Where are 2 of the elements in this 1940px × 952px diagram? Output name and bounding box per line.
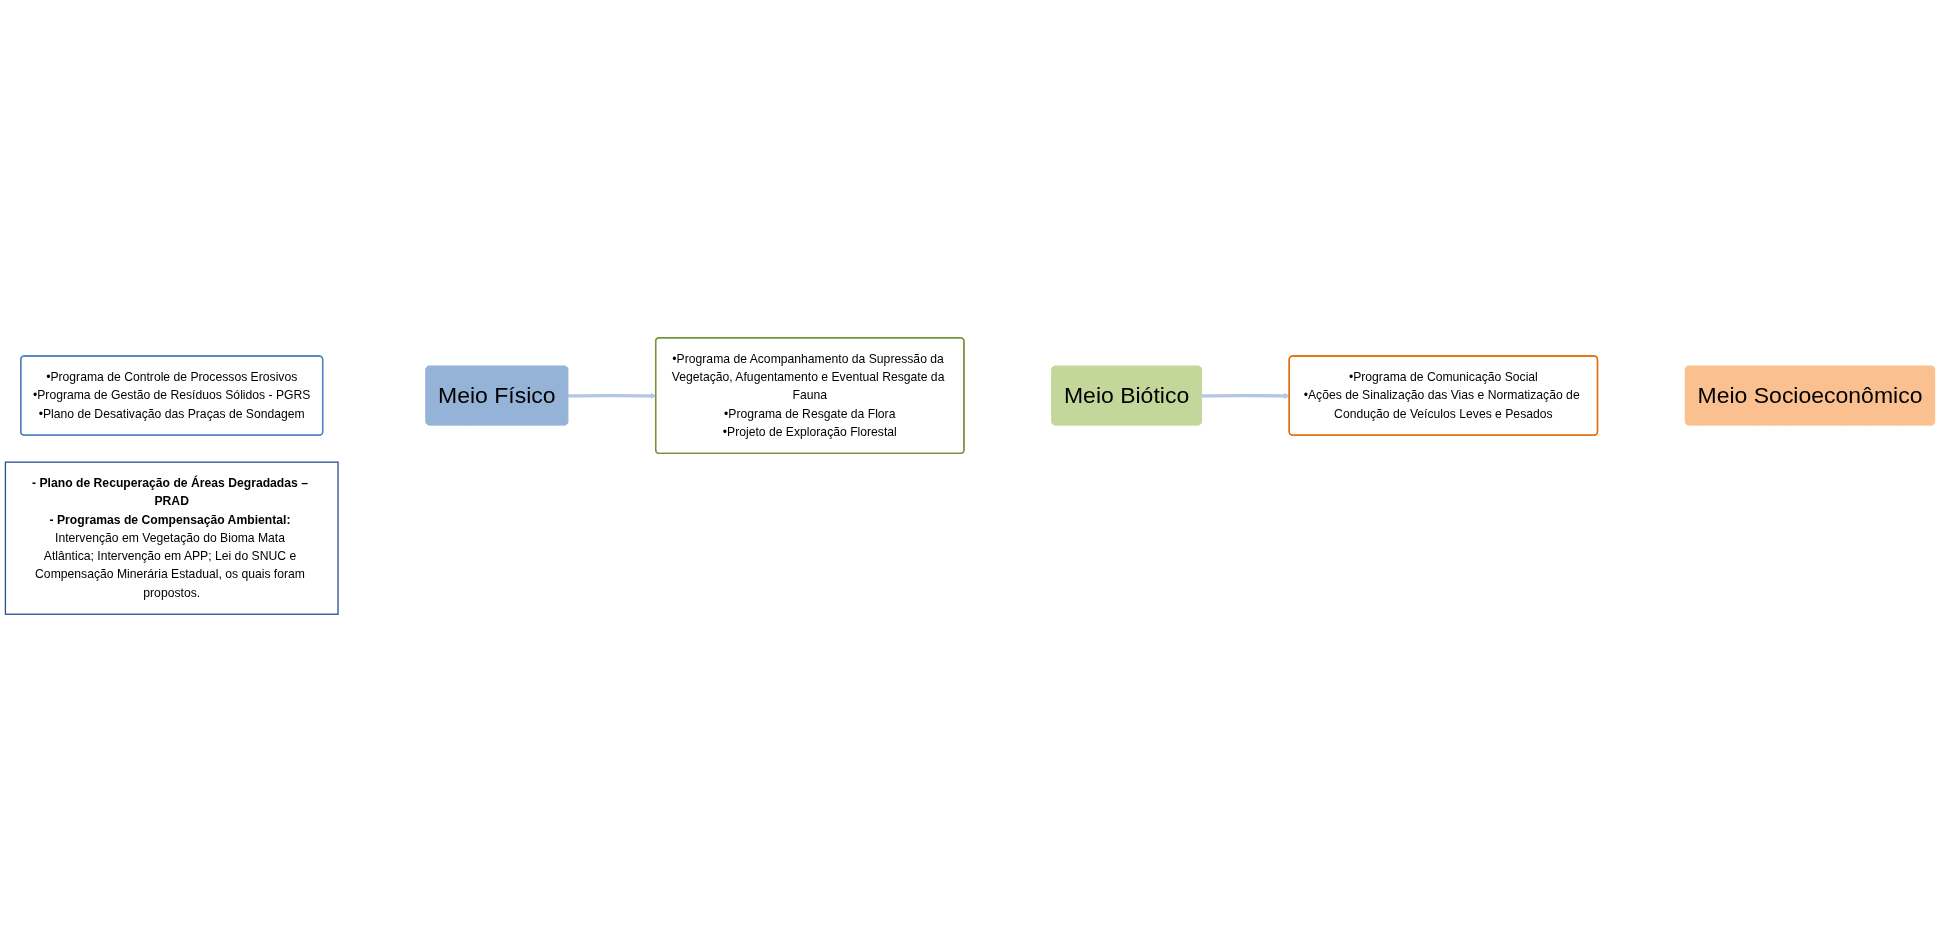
arrow: [1201, 392, 1290, 399]
node-box: - Plano de Recuperação de Áreas Degradadas – PRAD - Programas de Compensação Ambiental: Intervenção em Vegetação do Bioma Mata Atlântica; Intervenção em APP; Lei do SNUC e Compensação Minerária Estadual, os quais foram propostos.: [4, 461, 339, 615]
